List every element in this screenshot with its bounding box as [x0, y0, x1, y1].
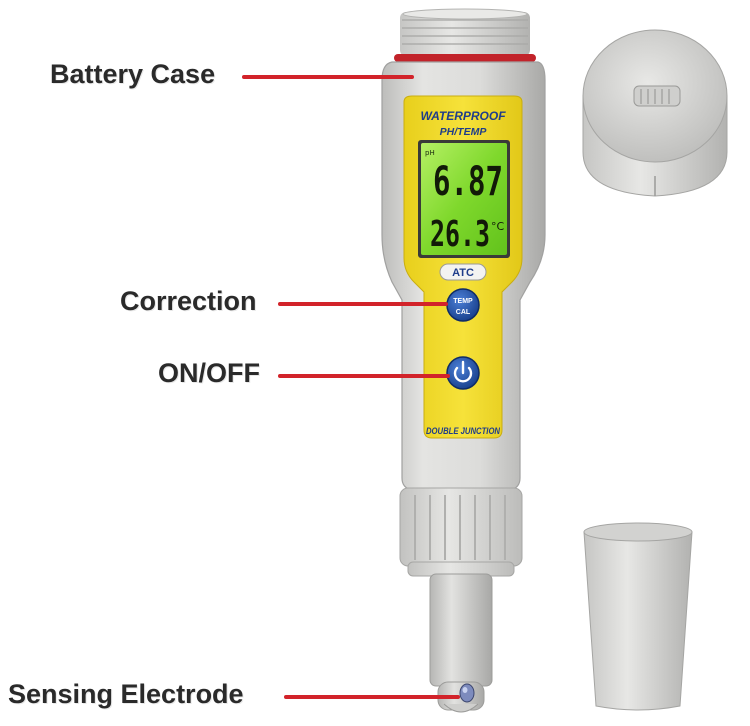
leader-sensing-electrode [284, 695, 460, 699]
label-sensing-electrode: Sensing Electrode [8, 679, 244, 709]
brand-line-2: PH/TEMP [440, 126, 488, 138]
atc-badge: ATC [439, 263, 487, 281]
footer-label: DOUBLE JUNCTION [426, 426, 500, 436]
label-battery-case: Battery Case [50, 59, 216, 89]
lcd-ph-unit: pH [425, 149, 435, 157]
sensing-bulb [459, 683, 475, 703]
lcd-temp-unit: °C [491, 220, 505, 233]
lcd-temp-value: 26.3 [430, 214, 490, 255]
brand-line-1: WATERPROOF [420, 109, 506, 123]
cal-button-line-1: TEMP [453, 298, 473, 305]
lcd-ph-value: 6.87 [433, 159, 503, 205]
battery-cap [582, 29, 728, 197]
cap-knob [633, 85, 681, 107]
power-icon [453, 360, 473, 383]
o-ring [394, 54, 536, 62]
label-on-off: ON/OFF [158, 358, 260, 388]
lcd-display: pH 6.87 26.3 °C [418, 140, 510, 258]
temp-cal-button[interactable]: TEMP CAL [446, 288, 480, 322]
leader-correction [278, 302, 448, 306]
probe-collar [399, 487, 523, 577]
atc-label: ATC [452, 267, 474, 279]
cal-button-line-2: CAL [456, 309, 471, 316]
thread-end [400, 8, 530, 56]
leader-on-off [278, 374, 450, 378]
label-correction: Correction [120, 286, 257, 316]
probe-cap [583, 522, 693, 711]
power-button[interactable] [446, 356, 480, 390]
leader-battery-case [242, 75, 414, 79]
